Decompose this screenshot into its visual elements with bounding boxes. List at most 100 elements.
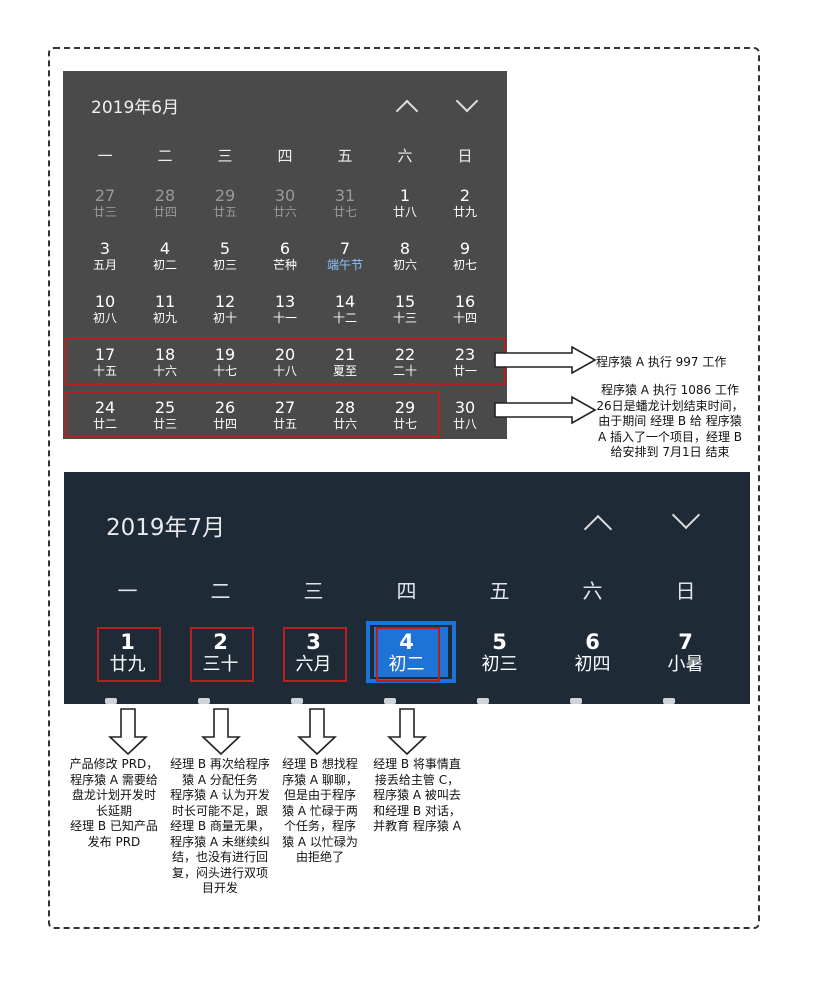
lunar-date: 五月 bbox=[92, 258, 117, 272]
day-number: 10 bbox=[94, 292, 116, 311]
lunar-date: 十八 bbox=[272, 364, 297, 378]
note-line: 和经理 B 对话， bbox=[373, 803, 461, 818]
day-number: 1 bbox=[120, 630, 135, 654]
note-line: 序猿 A 聊聊， bbox=[282, 772, 358, 787]
lunar-date: 廿七 bbox=[392, 417, 417, 431]
lunar-date: 廿八 bbox=[392, 205, 417, 219]
lunar-date: 初九 bbox=[152, 311, 177, 325]
day-number: 17 bbox=[94, 345, 116, 364]
note-line: 程序猿 A 被叫去 bbox=[373, 788, 461, 802]
right-arrow-week1 bbox=[494, 345, 597, 375]
note-line: 长延期 bbox=[95, 803, 132, 818]
lunar-date: 廿三 bbox=[152, 417, 177, 431]
weekday-label: 三 bbox=[303, 579, 324, 603]
lunar-date: 芒种 bbox=[272, 258, 297, 272]
next-row-partial bbox=[436, 698, 529, 704]
day-number: 2 bbox=[213, 630, 228, 654]
note-line: 时长可能不足，跟 bbox=[171, 803, 268, 818]
day-number: 1 bbox=[399, 186, 411, 205]
day-number: 25 bbox=[154, 398, 176, 417]
lunar-date: 初七 bbox=[452, 258, 477, 272]
day-number: 28 bbox=[334, 398, 356, 417]
day-number: 21 bbox=[334, 345, 356, 364]
note-line: 程序猿 A 认为开发 bbox=[170, 788, 270, 802]
lunar-date: 初三 bbox=[212, 258, 237, 272]
day-number: 27 bbox=[274, 398, 296, 417]
note-july-1: 产品修改 PRD，程序猿 A 需要给盘龙计划开发时长延期经理 B 已知产品发布 … bbox=[58, 757, 170, 850]
lunar-date: 十三 bbox=[392, 311, 417, 325]
day-number: 11 bbox=[154, 292, 176, 311]
note-line: 26日是蟠龙计划结束时间， bbox=[596, 398, 744, 413]
day-number: 24 bbox=[94, 398, 116, 417]
day-number: 7 bbox=[339, 239, 351, 258]
day-number: 19 bbox=[214, 345, 236, 364]
day-number: 2 bbox=[459, 186, 471, 205]
july-title: 2019年7月 bbox=[106, 515, 226, 541]
day-number: 7 bbox=[678, 630, 693, 654]
lunar-date: 二十 bbox=[392, 364, 417, 378]
day-number: 30 bbox=[274, 186, 296, 205]
weekday-label: 三 bbox=[217, 147, 233, 165]
right-arrow-week2 bbox=[494, 395, 597, 425]
day-number: 15 bbox=[394, 292, 416, 311]
highlight-week-24-29 bbox=[65, 391, 440, 438]
lunar-date: 三十 bbox=[202, 654, 239, 675]
lunar-date: 初四 bbox=[574, 654, 611, 675]
day-number: 5 bbox=[492, 630, 507, 654]
day-number: 20 bbox=[274, 345, 296, 364]
day-number: 4 bbox=[159, 239, 171, 258]
lunar-date: 廿四 bbox=[212, 417, 237, 431]
highlight-july-4 bbox=[376, 627, 440, 682]
weekday-label: 日 bbox=[675, 579, 696, 603]
day-number: 13 bbox=[274, 292, 296, 311]
day-number: 27 bbox=[94, 186, 116, 205]
note-line: A 插入了一个项目，经理 B bbox=[597, 429, 743, 444]
note-line: 猿 A 忙碌于两 bbox=[282, 803, 358, 818]
note-line: 经理 B 已知产品 bbox=[70, 819, 158, 833]
lunar-date: 廿六 bbox=[332, 417, 357, 431]
